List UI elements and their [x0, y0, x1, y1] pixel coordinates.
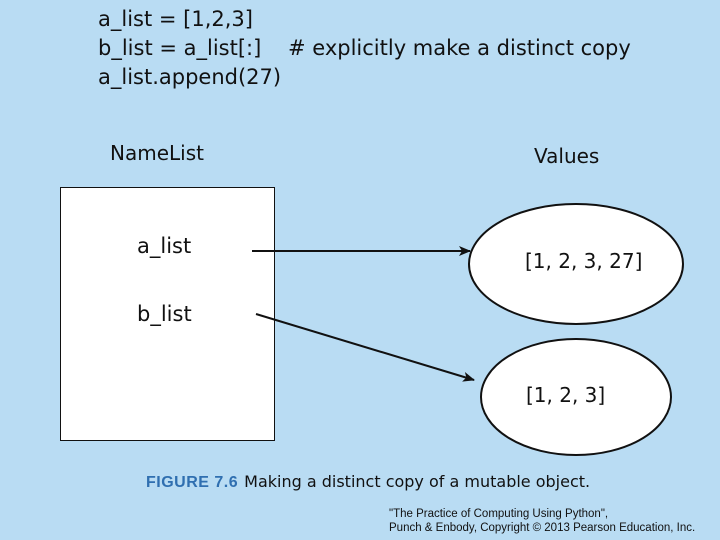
figure-caption-text: Making a distinct copy of a mutable obje… — [244, 472, 591, 491]
namelist-box — [60, 187, 275, 441]
code-line-2: b_list = a_list[:] # explicitly make a d… — [98, 36, 631, 60]
namelist-label: NameList — [110, 141, 204, 165]
name-b-list: b_list — [137, 302, 192, 326]
arrow-b-list — [255, 313, 475, 382]
figure-caption: FIGURE 7.6 Making a distinct copy of a mu… — [146, 472, 590, 492]
figure-number: FIGURE 7.6 — [146, 474, 239, 491]
values-label: Values — [534, 144, 600, 168]
value-text-2: [1, 2, 3] — [526, 383, 606, 407]
copyright-credit: "The Practice of Computing Using Python"… — [389, 507, 695, 535]
value-ellipse-2 — [480, 338, 672, 456]
code-line-1: a_list = [1,2,3] — [98, 7, 253, 31]
value-ellipse-1 — [468, 203, 684, 325]
code-snippet: a_list = [1,2,3] b_list = a_list[:] # ex… — [98, 5, 631, 92]
value-text-1: [1, 2, 3, 27] — [525, 249, 643, 273]
code-line-3: a_list.append(27) — [98, 65, 282, 89]
credit-line-1: "The Practice of Computing Using Python"… — [389, 508, 609, 520]
name-a-list: a_list — [137, 234, 192, 258]
credit-line-2: Punch & Enbody, Copyright © 2013 Pearson… — [389, 522, 696, 534]
